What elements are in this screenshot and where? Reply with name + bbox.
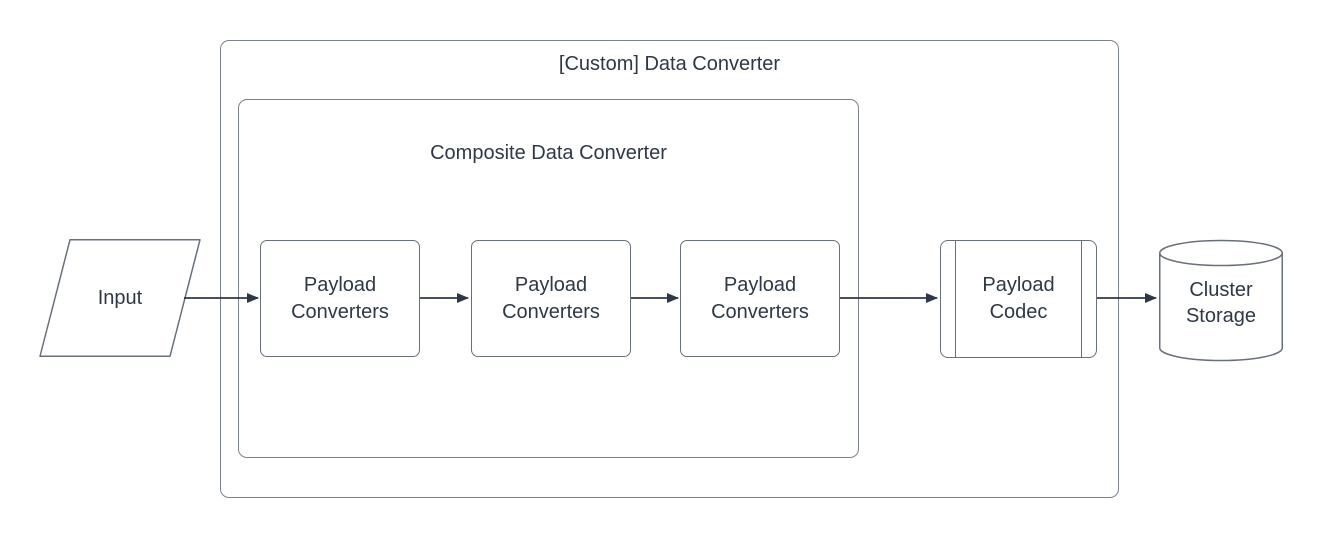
node-cluster-storage: Cluster Storage: [1159, 250, 1283, 356]
node-payload-codec: Payload Codec: [940, 240, 1097, 358]
node-payload-codec-label: Payload Codec: [982, 274, 1055, 323]
node-input-label: Input: [97, 287, 143, 309]
group-composite-data-converter-title: Composite Data Converter: [430, 142, 667, 164]
node-payload-converters-1: Payload Converters: [260, 240, 420, 357]
node-cluster-storage-label: Cluster Storage: [1185, 279, 1257, 327]
group-custom-data-converter: [Custom] Data Converter: [220, 40, 1119, 498]
group-composite-data-converter: Composite Data Converter: [238, 99, 859, 458]
predefined-process-right-bar: [1081, 241, 1082, 357]
group-custom-data-converter-title: [Custom] Data Converter: [558, 53, 781, 75]
predefined-process-left-bar: [955, 241, 956, 357]
node-payload-converters-2: Payload Converters: [471, 240, 631, 357]
node-payload-converters-3-label: Payload Converters: [711, 273, 809, 323]
node-payload-converters-1-label: Payload Converters: [291, 273, 389, 323]
node-input: Input: [40, 239, 200, 357]
node-payload-converters-2-label: Payload Converters: [502, 273, 600, 323]
node-payload-converters-3: Payload Converters: [680, 240, 840, 357]
